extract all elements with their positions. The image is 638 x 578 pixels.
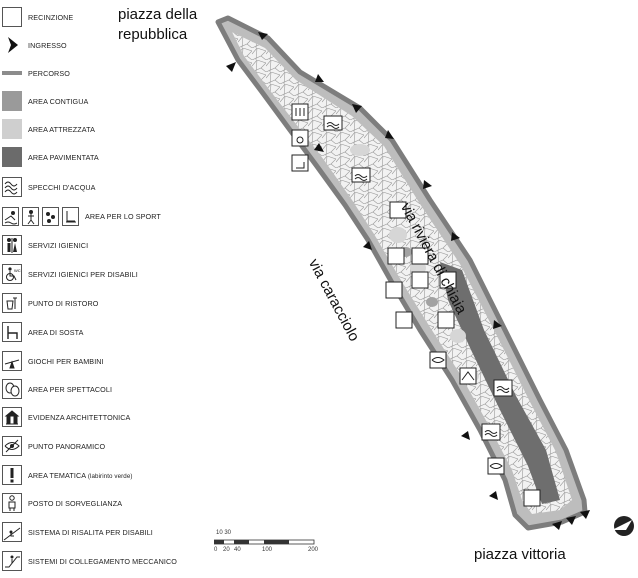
water-waves-icon — [2, 177, 22, 197]
gray-line-icon — [2, 63, 22, 83]
bench-icon — [2, 322, 22, 342]
tematica-note: (labirinto verde) — [87, 472, 133, 480]
legend-item-risalita: SISTEMA DI RISALITA PER DISABILI — [2, 521, 153, 543]
eye-icon — [2, 436, 22, 456]
entrance-markers — [226, 32, 590, 530]
label-piazza-repubblica-1: piazza della — [118, 6, 198, 23]
legend-item-tematica: AREA TEMATICA (labirinto verde) — [2, 464, 133, 486]
monument-icon — [2, 407, 22, 427]
empty-square-icon — [2, 7, 22, 27]
toilet-icon — [2, 235, 22, 255]
black-triangle-icon — [2, 35, 22, 55]
legend-item-area-attrezzata: AREA ATTREZZATA — [2, 118, 95, 140]
guard-icon — [2, 493, 22, 513]
legend-item-giochi: GIOCHI PER BAMBINI — [2, 350, 104, 372]
legend-item-area-contigua: AREA CONTIGUA — [2, 90, 88, 112]
refreshment-icon — [2, 293, 22, 313]
legend-item-sport: AREA PER LO SPORT — [2, 205, 161, 227]
legend-item-panoramico: PUNTO PANORAMICO — [2, 435, 105, 457]
seesaw-icon — [2, 351, 22, 371]
legend-item-sosta: AREA DI SOSTA — [2, 321, 84, 343]
legend-item-recinzione: RECINZIONE — [2, 6, 73, 28]
scale-top-labels: 10 30 — [216, 530, 232, 536]
scale-label-40: 40 — [234, 547, 241, 553]
legend-item-evidenza: EVIDENZA ARCHITETTONICA — [2, 406, 130, 428]
light-gray-swatch-icon — [2, 119, 22, 139]
wheelchair-wc-icon: WC — [2, 264, 22, 284]
dark-gray-swatch-icon — [2, 147, 22, 167]
scale-label-100: 100 — [262, 547, 273, 553]
label-piazza-vittoria: piazza vittoria — [474, 546, 566, 563]
swimmer-icon — [2, 206, 19, 226]
balls-icon — [42, 206, 59, 226]
scale-label-200: 200 — [308, 547, 319, 553]
scale-label-0: 0 — [214, 547, 218, 553]
skate-icon — [62, 206, 79, 226]
path-network — [232, 32, 572, 514]
legend-item-ristoro: PUNTO DI RISTORO — [2, 292, 98, 314]
label-piazza-repubblica-2: repubblica — [118, 26, 188, 43]
theatre-masks-icon — [2, 379, 22, 399]
svg-text:WC: WC — [14, 268, 21, 273]
legend-item-servizi-disabili: WC SERVIZI IGIENICI PER DISABILI — [2, 263, 138, 285]
north-arrow-icon — [612, 516, 634, 536]
gray-swatch-icon — [2, 91, 22, 111]
runner-icon — [22, 206, 39, 226]
facility-icons — [291, 103, 541, 507]
scale-bar: 10 30 0 20 40 100 200 — [214, 530, 324, 554]
wheelchair-ramp-icon — [2, 522, 22, 542]
tematica-label: AREA TEMATICA — [28, 470, 86, 480]
legend-item-specchi: SPECCHI D'ACQUA — [2, 176, 96, 198]
escalator-icon — [2, 551, 22, 571]
legend-item-collegamento: SISTEMI DI COLLEGAMENTO MECCANICO — [2, 550, 177, 572]
legend-item-spettacoli: AREA PER SPETTACOLI — [2, 378, 112, 400]
legend-item-ingresso: INGRESSO — [2, 34, 67, 56]
map-legend: RECINZIONE INGRESSO PERCORSO AREA CONTIG… — [0, 0, 220, 578]
facility-icon-glyphs — [295, 108, 510, 469]
legend-item-servizi: SERVIZI IGIENICI — [2, 234, 88, 256]
legend-item-percorso: PERCORSO — [2, 62, 70, 84]
scale-label-20: 20 — [223, 547, 230, 553]
legend-item-area-pavimentata: AREA PAVIMENTATA — [2, 146, 99, 168]
legend-item-sorveglianza: POSTO DI SORVEGLIANZA — [2, 492, 122, 514]
exclamation-icon — [2, 465, 22, 485]
